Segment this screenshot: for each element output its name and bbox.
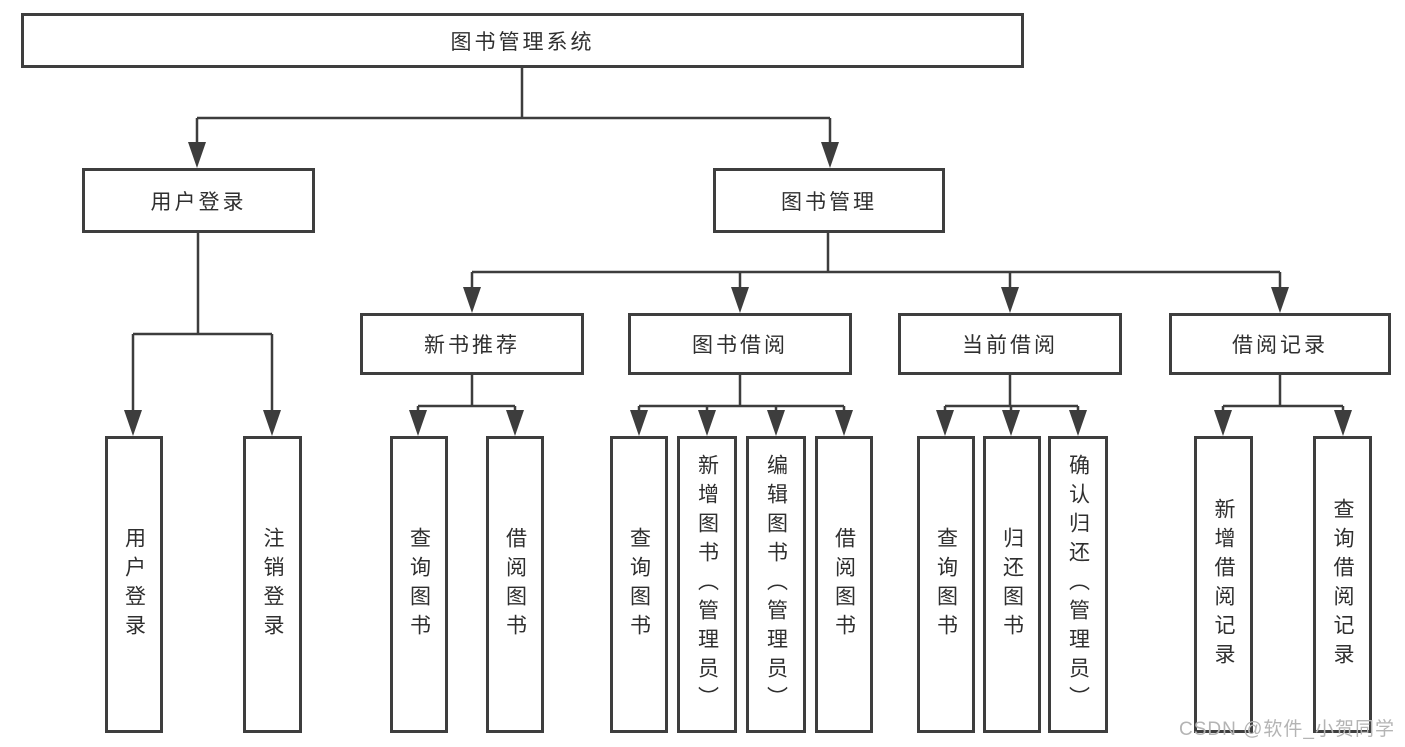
leaf-query-books-3-label: 查询图书 [934,526,958,643]
node-current-borrow: 当前借阅 [898,313,1122,375]
leaf-edit-books-admin-label: 编辑图书（管理员） [764,454,788,715]
leaf-confirm-return-admin: 确认归还（管理员） [1048,436,1108,733]
leaf-add-books-admin: 新增图书（管理员） [677,436,737,733]
leaf-logout-label: 注销登录 [261,526,284,643]
node-book-management: 图书管理 [713,168,945,233]
node-root-label: 图书管理系统 [450,30,595,54]
node-book-management-label: 图书管理 [781,190,877,214]
leaf-query-books-1: 查询图书 [390,436,448,733]
node-book-borrow: 图书借阅 [628,313,852,375]
leaf-query-books-1-label: 查询图书 [407,526,431,643]
leaf-return-books-label: 归还图书 [1000,526,1024,643]
node-new-book-recommend: 新书推荐 [360,313,584,375]
leaf-add-borrow-record-label: 新增借阅记录 [1212,497,1235,672]
leaf-query-books-2-label: 查询图书 [627,526,651,643]
leaf-logout: 注销登录 [243,436,302,733]
csdn-watermark: CSDN @软件_小贺同学 [1179,719,1395,740]
leaf-query-borrow-record: 查询借阅记录 [1313,436,1372,733]
leaf-user-login: 用户登录 [105,436,163,733]
leaf-confirm-return-admin-label: 确认归还（管理员） [1066,454,1090,715]
node-current-borrow-label: 当前借阅 [962,334,1058,357]
leaf-query-borrow-record-label: 查询借阅记录 [1331,497,1354,672]
node-user-login-label: 用户登录 [150,190,247,214]
leaf-borrow-books-1: 借阅图书 [486,436,544,733]
node-root: 图书管理系统 [21,13,1024,68]
node-user-login: 用户登录 [82,168,315,233]
leaf-return-books: 归还图书 [983,436,1041,733]
leaf-borrow-books-1-label: 借阅图书 [503,526,527,643]
leaf-query-books-2: 查询图书 [610,436,668,733]
leaf-add-books-admin-label: 新增图书（管理员） [695,454,719,715]
leaf-add-borrow-record: 新增借阅记录 [1194,436,1253,733]
leaf-edit-books-admin: 编辑图书（管理员） [746,436,806,733]
node-new-book-recommend-label: 新书推荐 [424,334,520,357]
leaf-borrow-books-2-label: 借阅图书 [832,526,856,643]
leaf-query-books-3: 查询图书 [917,436,975,733]
node-borrow-records: 借阅记录 [1169,313,1391,375]
leaf-user-login-label: 用户登录 [122,526,146,643]
node-borrow-records-label: 借阅记录 [1232,334,1328,357]
leaf-borrow-books-2: 借阅图书 [815,436,873,733]
node-book-borrow-label: 图书借阅 [692,334,788,357]
